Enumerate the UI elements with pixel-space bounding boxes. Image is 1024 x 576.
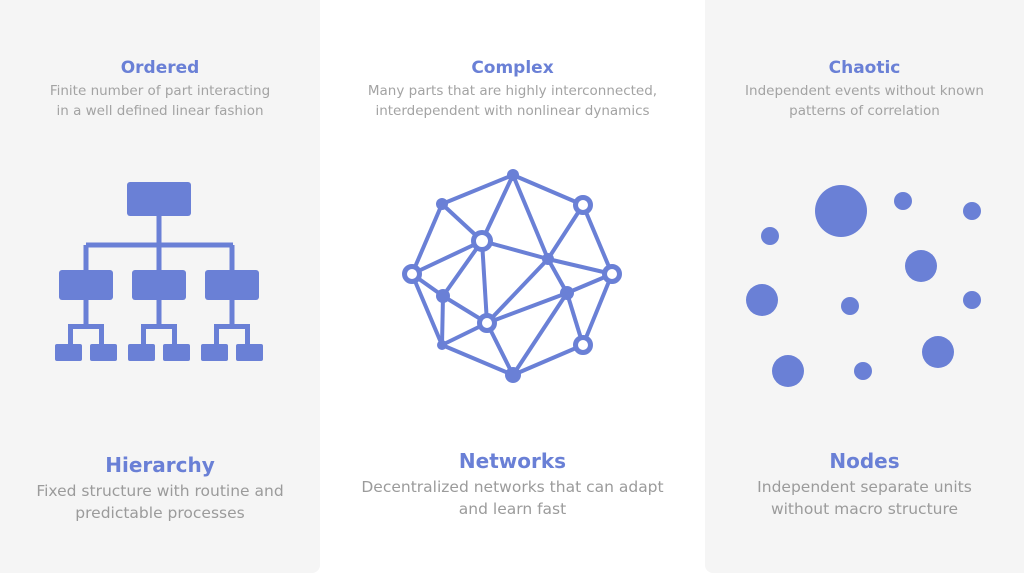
nodes-title: Nodes	[829, 449, 900, 473]
node-dot	[841, 297, 859, 315]
hierarchy-leaf	[55, 344, 82, 361]
network-edge	[581, 273, 614, 346]
network-edge	[440, 295, 445, 346]
network-edge	[441, 343, 514, 377]
network-ring-node	[573, 195, 593, 215]
node-dot	[905, 250, 937, 282]
network-edge	[546, 203, 585, 261]
network-edge	[480, 174, 515, 242]
network-node	[436, 198, 448, 210]
network-icon	[402, 169, 622, 383]
hierarchy-leaf	[90, 344, 117, 361]
network-edge	[485, 257, 550, 325]
scattered-nodes-icon	[746, 185, 981, 387]
network-node	[560, 286, 574, 300]
node-dot	[854, 362, 872, 380]
network-ring-node	[471, 230, 493, 252]
node-dot	[772, 355, 804, 387]
network-ring-node	[602, 264, 622, 284]
network-node	[542, 253, 554, 265]
network-ring-node	[402, 264, 422, 284]
network-edge	[512, 173, 584, 207]
chaotic-title: Chaotic	[828, 58, 901, 78]
network-edge	[410, 203, 444, 275]
hierarchy-box	[132, 270, 186, 300]
node-dot	[761, 227, 779, 245]
networks-title: Networks	[458, 449, 567, 473]
network-node	[437, 340, 447, 350]
node-dot	[963, 202, 981, 220]
network-edge	[511, 291, 569, 377]
hierarchy-leaf	[128, 344, 155, 361]
network-ring-node	[477, 313, 497, 333]
network-edge	[547, 257, 613, 276]
network-edge	[512, 343, 584, 377]
complex-panel: Complex Many parts that are highly inter…	[320, 0, 705, 573]
hierarchy-box	[59, 270, 113, 300]
network-edge	[511, 174, 550, 260]
hierarchy-leaf	[201, 344, 228, 361]
network-edge	[411, 239, 483, 276]
node-dot	[815, 185, 867, 237]
network-node	[507, 169, 519, 181]
network-ring-node	[573, 335, 593, 355]
node-dot	[894, 192, 912, 210]
hierarchy-icon	[55, 182, 263, 361]
network-edge	[481, 239, 549, 261]
hierarchy-leaf	[236, 344, 263, 361]
network-edge	[480, 240, 489, 324]
node-dot	[922, 336, 954, 368]
network-edge	[410, 273, 444, 346]
hierarchy-leaf	[163, 344, 190, 361]
ordered-title: Ordered	[120, 58, 200, 78]
network-edge	[581, 204, 614, 275]
hierarchy-title: Hierarchy	[105, 453, 215, 477]
network-node	[505, 367, 521, 383]
network-node	[436, 289, 450, 303]
hierarchy-box	[205, 270, 259, 300]
network-edge	[441, 173, 514, 206]
network-edge	[441, 239, 484, 298]
complex-title: Complex	[471, 58, 554, 78]
network-edge	[486, 291, 568, 325]
ordered-panel: Ordered Finite number of part interactin…	[0, 0, 320, 573]
node-dot	[746, 284, 778, 316]
complex-description: Many parts that are highly interconnecte…	[367, 83, 658, 119]
node-dot	[963, 291, 981, 309]
